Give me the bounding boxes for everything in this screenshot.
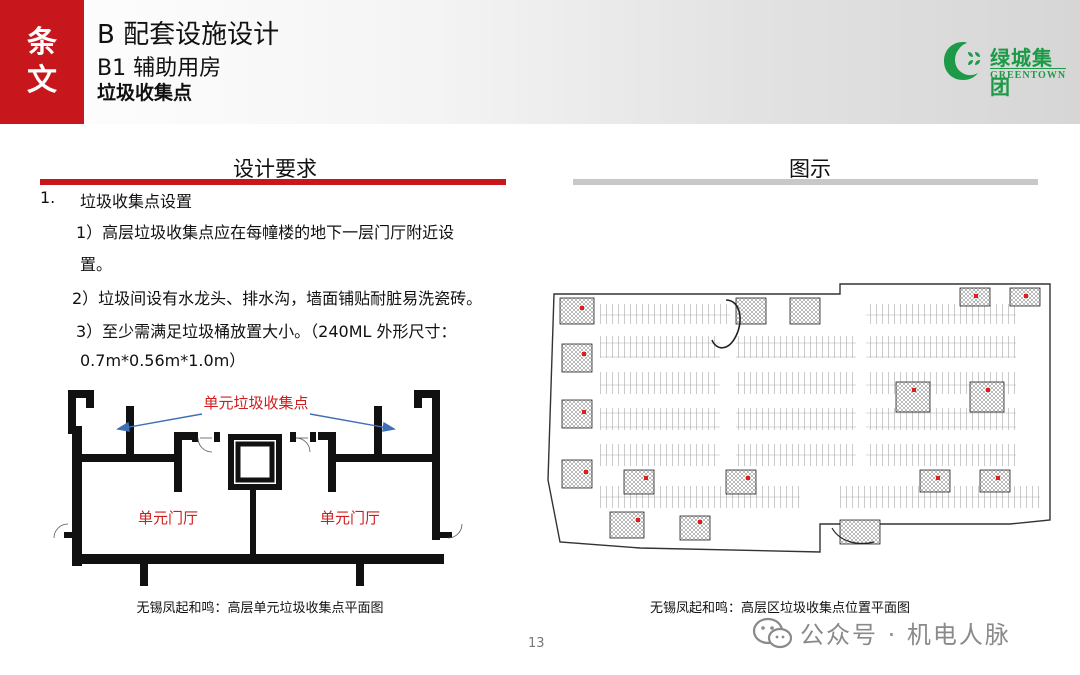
list-number: 1. [40,188,56,207]
requirement-1-line-2: 置。 [80,255,113,274]
logo-name: 绿城集团 [990,46,1053,99]
right-figure-caption: 无锡凤起和鸣：高层区垃圾收集点位置平面图 [649,601,910,616]
right-section-bar [573,179,1038,185]
greentown-logo-icon [944,42,980,80]
requirement-2: 2）垃圾间设有水龙头、排水沟，墙面铺贴耐脏易洗瓷砖。 [72,289,483,308]
slide-subtitle: B1 辅助用房 [97,56,222,81]
requirement-3-line-1: 3）至少需满足垃圾桶放置大小。（240ML 外形尺寸： [76,322,457,341]
wechat-icon [752,617,793,649]
slide-section: 垃圾收集点 [97,82,193,104]
label-unit-hall-right: 单元门厅 [320,509,380,527]
site-floor-plan [547,283,1051,553]
badge-char-1: 条 [27,25,57,60]
left-figure-caption: 无锡凤起和鸣：高层单元垃圾收集点平面图 [136,601,384,616]
watermark: 公众号 · 机电人脉 [752,610,1052,654]
slide-title: B 配套设施设计 [97,20,280,50]
label-unit-hall-left: 单元门厅 [138,509,198,527]
logo-english: GREENTOWN [990,68,1067,81]
requirement-1-line-1: 1）高层垃圾收集点应在每幢楼的地下一层门厅附近设 [76,223,455,242]
requirement-3-line-2: 0.7m*0.56m*1.0m） [80,351,246,370]
badge: 条 文 [0,0,84,124]
label-collection-point: 单元垃圾收集点 [203,394,308,412]
unit-floor-plan: 单元垃圾收集点 单元门厅 单元门厅 [53,390,463,586]
page-number: 13 [528,636,545,651]
right-section-title: 图示 [789,157,831,181]
slide-header: 条 文 B 配套设施设计 B1 辅助用房 垃圾收集点 绿城集团 GREENTOW… [0,0,1080,124]
greentown-logo: 绿城集团 GREENTOWN [940,38,1070,99]
left-section-bar [40,179,506,185]
badge-char-2: 文 [27,63,57,98]
list-heading: 垃圾收集点设置 [80,192,193,211]
left-section-title: 设计要求 [233,157,317,181]
watermark-text: 公众号 · 机电人脉 [800,621,1011,649]
